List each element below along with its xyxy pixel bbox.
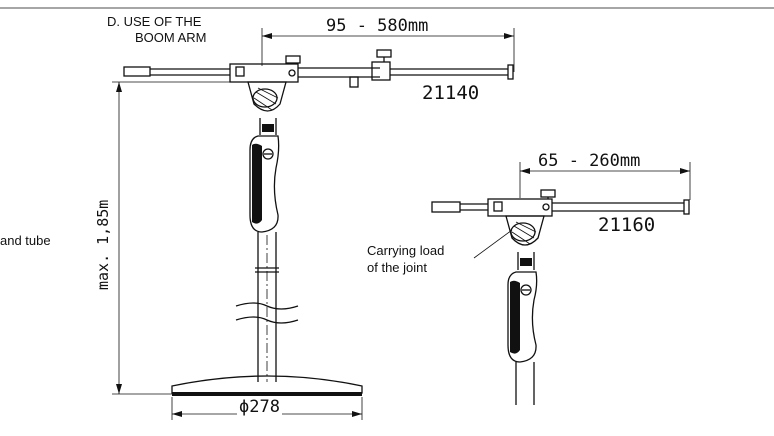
section-subtitle: BOOM ARM xyxy=(135,30,207,45)
model-label-21140: 21140 xyxy=(422,82,480,104)
mic-clamp xyxy=(123,66,151,77)
clamp-handle xyxy=(249,135,280,233)
joint-note-line1: Carrying load xyxy=(367,243,445,258)
joint-note-line2: of the joint xyxy=(367,260,427,275)
joint xyxy=(247,81,287,112)
leader-line xyxy=(473,229,513,259)
range-label-21160: 65 - 260mm xyxy=(538,151,641,171)
stand-21160 xyxy=(431,162,691,405)
model-label-21160: 21160 xyxy=(598,214,656,236)
base xyxy=(171,375,363,394)
height-label: max. 1,85m xyxy=(94,199,112,290)
section-title: D. USE OF THE xyxy=(107,14,202,29)
side-label: and tube xyxy=(0,233,51,248)
stand-21140 xyxy=(112,28,515,420)
range-label-21140: 95 - 580mm xyxy=(326,16,429,36)
base-diameter-label: ϕ278 xyxy=(237,397,282,417)
